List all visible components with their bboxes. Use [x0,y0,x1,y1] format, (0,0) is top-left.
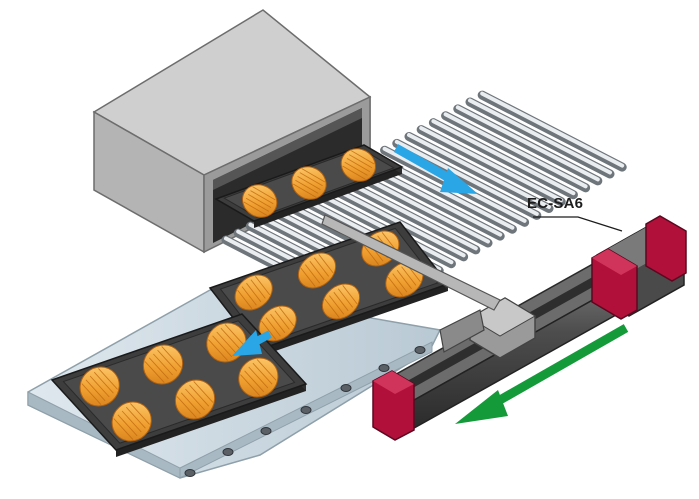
actuator-direction-arrow [455,324,629,424]
actuator-model-label: EC-SA6 [527,195,584,212]
madeleine-pastry [385,261,424,298]
madeleine-pastry [297,252,337,289]
madeleine-pastry [234,274,273,311]
roller [477,90,627,172]
belt-roller [378,364,390,372]
roller [441,111,591,193]
roller [428,118,578,200]
belt-roller [300,406,312,414]
madeleine-pastry [238,357,279,398]
madeleine-pastry [142,344,184,385]
belt-roller [184,469,196,477]
right-end-cap [645,215,687,282]
madeleine-pastry [174,379,216,420]
infeed-direction-arrow [393,144,478,194]
madeleine-pastry [291,166,327,200]
roller [416,125,566,207]
madeleine-pastry [242,184,278,218]
roller [392,138,542,220]
roller [453,104,603,186]
madeleine-pastry [340,148,376,182]
transfer-direction-arrow [232,330,272,356]
callout-leader [533,216,623,232]
belt-roller [414,346,426,354]
belt-roller [260,427,272,435]
belt-roller [340,384,352,392]
roller [465,97,615,179]
madeleine-pastry [321,283,361,320]
belt-support-rollers [184,346,426,477]
linear-actuator [321,214,687,441]
madeleine-pastry [79,366,120,407]
belt-roller [222,448,234,456]
madeleine-pastry [111,401,152,442]
roller [404,132,554,213]
tray-in-oven [214,144,404,228]
roller [319,180,469,262]
